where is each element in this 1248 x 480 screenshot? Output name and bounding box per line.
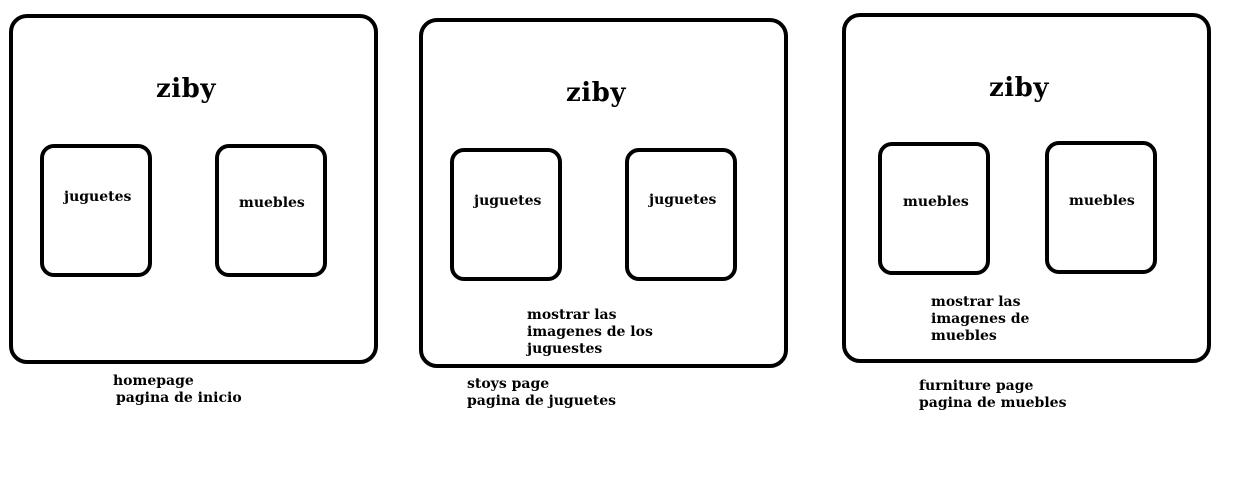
furniture-page-note: mostrar las imagenes de muebles	[931, 294, 1029, 345]
homepage-card-furniture-label: muebles	[239, 195, 305, 211]
furniture-page-caption: furniture page pagina de muebles	[919, 378, 1066, 412]
toys-page-note-line-2: imagenes de los	[527, 324, 653, 340]
toys-page-note-line-3: juguestes	[527, 341, 603, 357]
furniture-page-note-line-1: mostrar las	[931, 294, 1021, 310]
furniture-page-note-line-2: imagenes de	[931, 311, 1030, 327]
toys-page-note-line-1: mostrar las	[527, 307, 617, 323]
furniture-page-card-1[interactable]	[878, 142, 990, 275]
toys-page-card-2-label: juguetes	[649, 192, 717, 208]
toys-page-title: ziby	[566, 78, 626, 108]
toys-page-caption-line-1: stoys page	[467, 376, 550, 392]
homepage-card-furniture[interactable]	[215, 144, 327, 277]
furniture-page-caption-line-1: furniture page	[919, 378, 1034, 394]
homepage-caption-line-1: homepage	[113, 373, 194, 389]
furniture-page-caption-line-2: pagina de muebles	[919, 395, 1067, 411]
toys-page-caption: stoys page pagina de juguetes	[467, 376, 616, 410]
homepage-card-toys[interactable]	[40, 144, 152, 277]
toys-page-card-1-label: juguetes	[474, 193, 542, 209]
furniture-page-card-2-label: muebles	[1069, 193, 1135, 209]
furniture-page-card-2[interactable]	[1045, 141, 1157, 274]
toys-page-card-1[interactable]	[450, 148, 562, 281]
toys-page-note: mostrar las imagenes de los juguestes	[527, 307, 653, 358]
homepage-card-toys-label: juguetes	[64, 189, 132, 205]
homepage-caption: homepage pagina de inicio	[113, 373, 242, 407]
furniture-page-title: ziby	[989, 73, 1049, 103]
homepage-caption-line-2: pagina de inicio	[116, 390, 242, 406]
toys-page-caption-line-2: pagina de juguetes	[467, 393, 617, 409]
homepage-title: ziby	[156, 74, 216, 104]
furniture-page-card-1-label: muebles	[903, 194, 969, 210]
toys-page-card-2[interactable]	[625, 148, 737, 281]
furniture-page-note-line-3: muebles	[931, 328, 997, 344]
